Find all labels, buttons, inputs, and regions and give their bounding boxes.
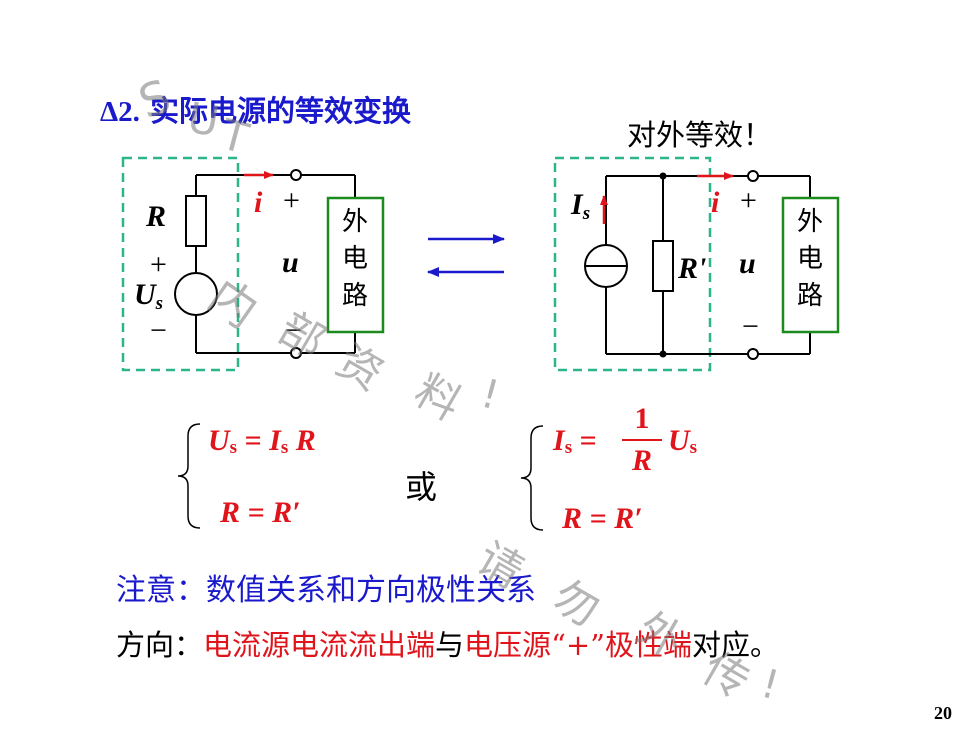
label-u-right: u <box>739 247 756 280</box>
left-source-boundary <box>121 156 240 372</box>
external-circuit-box <box>326 196 385 334</box>
label-is: Is <box>570 188 590 224</box>
terminal-top-right <box>747 170 759 182</box>
title-text: 实际电源的等效变换 <box>150 94 412 128</box>
source-minus: − <box>150 314 167 347</box>
circuits-diagram: R i + u − + Us − 外 电 路 <box>121 156 840 372</box>
resistor-r-prime <box>652 240 674 292</box>
note-attention: 注意：数值关系和方向极性关系 <box>116 573 536 608</box>
node-top <box>659 172 667 180</box>
external-char-1: 外 <box>342 207 368 237</box>
note-direction: 方向：电流源电流流出端与电压源“+”极性端对应。 <box>116 628 780 662</box>
left-brace <box>177 423 201 529</box>
equation-left-2: R = R′ <box>220 496 301 529</box>
label-plus-right: + <box>740 184 757 217</box>
resistor-r <box>185 195 207 247</box>
source-plus: + <box>150 248 167 281</box>
terminal-bottom-right <box>747 348 759 360</box>
page-number: 20 <box>934 703 952 723</box>
equation-right-1-tail: Us <box>668 424 698 458</box>
equivalent-note: 对外等效！ <box>627 118 773 152</box>
right-source-boundary <box>553 156 712 372</box>
external-char-3: 路 <box>342 281 368 311</box>
external-circuit-box-right <box>781 196 840 334</box>
external-char-1-right: 外 <box>797 207 823 237</box>
equation-right-1: Is = <box>553 424 597 458</box>
label-i-right: i <box>711 186 720 219</box>
left-circuit: R i + u − + Us − 外 电 路 <box>121 156 385 372</box>
or-text: 或 <box>405 468 438 506</box>
external-char-2-right: 电 <box>797 244 823 274</box>
title-number: Δ2. <box>100 96 140 128</box>
node-bottom <box>659 350 667 358</box>
label-minus: − <box>285 314 302 347</box>
label-r: R <box>145 200 166 233</box>
slide-title: Δ2. 实际电源的等效变换 <box>100 88 411 130</box>
external-char-2: 电 <box>342 244 368 274</box>
label-u: u <box>282 246 299 279</box>
label-r-prime: R' <box>677 252 706 285</box>
fraction-denominator: R <box>631 444 652 477</box>
right-circuit: Is R' i + u − 外 电 路 <box>553 156 840 372</box>
label-us: Us <box>134 278 163 314</box>
external-char-3-right: 路 <box>797 281 823 311</box>
equation-left-1: Us = Is R <box>208 424 316 458</box>
label-i: i <box>254 186 263 219</box>
fraction-numerator: 1 <box>634 402 650 435</box>
equation-right-2: R = R′ <box>562 502 643 535</box>
label-plus: + <box>283 184 300 217</box>
fraction-bar <box>622 439 662 441</box>
terminal-top <box>290 169 302 181</box>
right-brace <box>520 425 544 531</box>
label-minus-right: − <box>742 310 759 343</box>
transform-arrows <box>427 234 505 277</box>
